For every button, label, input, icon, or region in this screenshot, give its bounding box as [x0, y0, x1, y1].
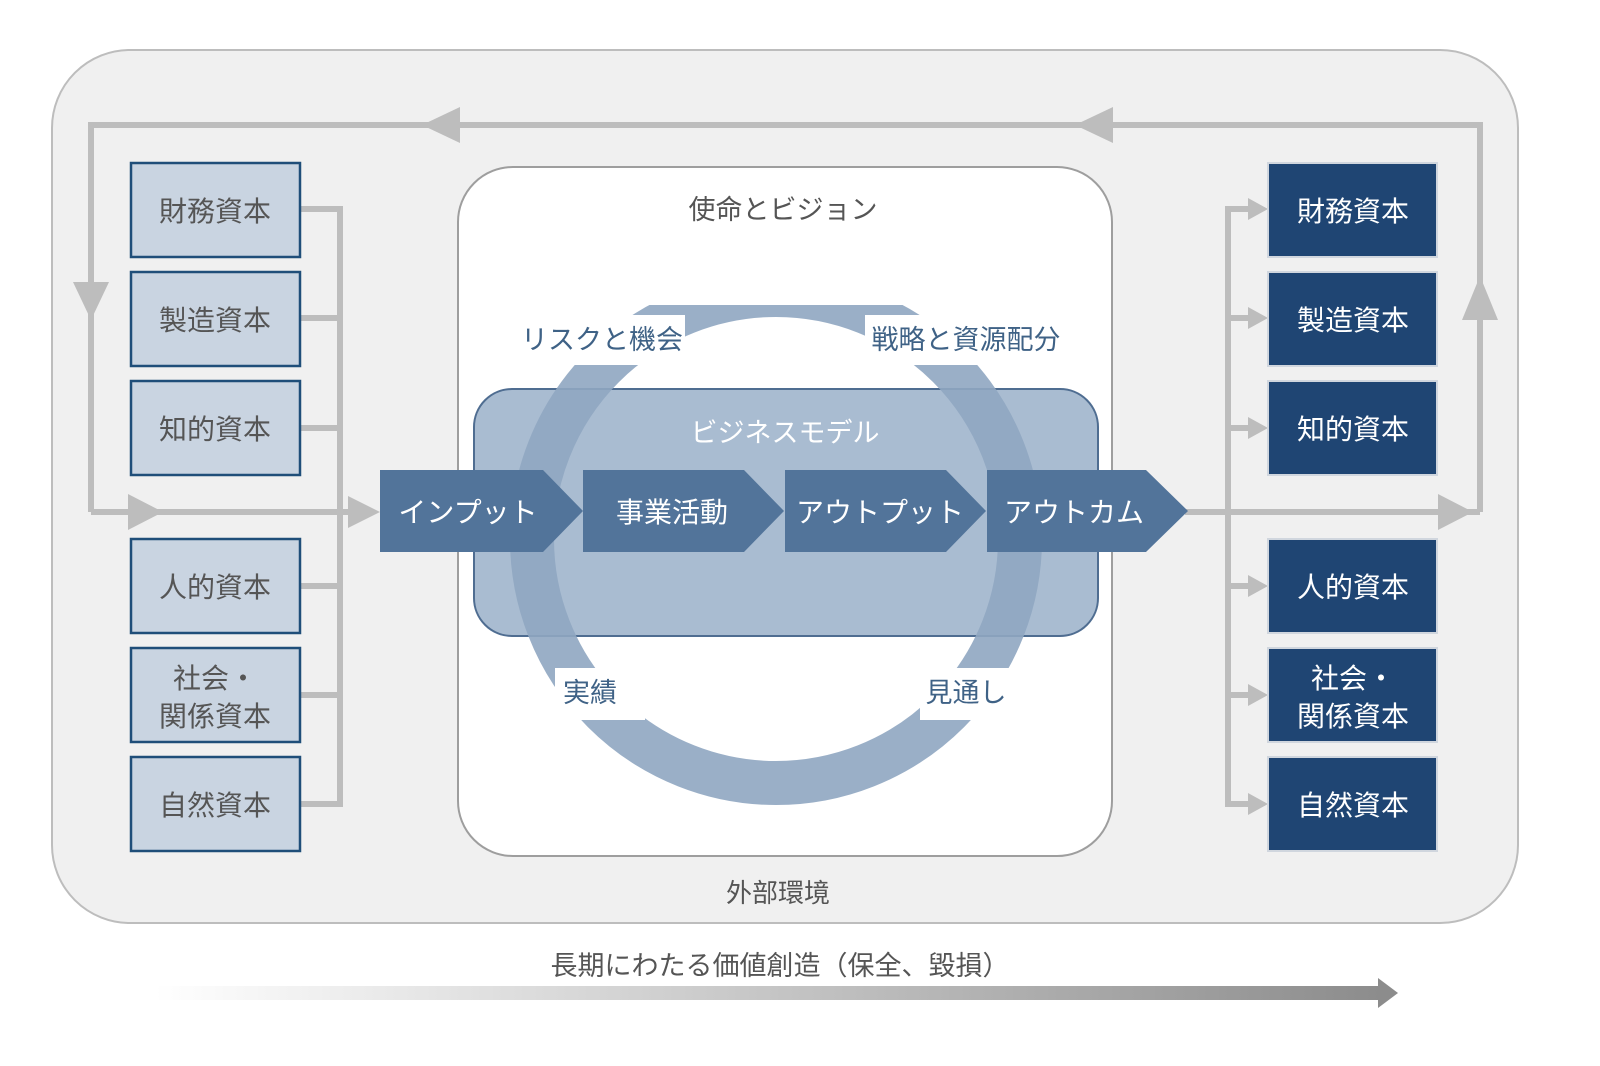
- output-capital-box: [1267, 380, 1438, 476]
- chevron-output: [785, 470, 986, 552]
- mission-vision-label: 使命とビジョン: [689, 195, 878, 226]
- output-capital-box: [1267, 538, 1438, 634]
- input-capital-label-line1: 社会・: [173, 662, 257, 695]
- output-capital-label-line1: 社会・: [1311, 662, 1395, 695]
- output-capital-box: [1267, 162, 1438, 258]
- chevron-label-business-activity: 事業活動: [616, 496, 728, 529]
- timeline-arrow-head: [1378, 978, 1398, 1008]
- output-capital-box: [1267, 756, 1438, 852]
- performance-label: 実績: [563, 678, 617, 709]
- output-capital-label-line2: 関係資本: [1297, 700, 1409, 733]
- left-connectors: [299, 206, 343, 807]
- chevron-label-input: インプット: [398, 496, 537, 529]
- chevron-label-outcome: アウトカム: [1004, 496, 1144, 529]
- input-capitals: 財務資本 製造資本 知的資本 人的資本 社会・ 関係資本 自然資本: [129, 161, 302, 853]
- input-capital-label-line2: 関係資本: [159, 700, 271, 733]
- process-chevrons: インプット 事業活動 アウトプット アウトカム: [380, 470, 1188, 552]
- timeline-label: 長期にわたる価値創造（保全、毀損）: [551, 951, 1010, 982]
- main-flow-arrow-left-1: [128, 494, 163, 530]
- loop-arrow-down-left: [73, 282, 109, 320]
- input-capital-box: [129, 379, 302, 477]
- loop-arrow-left-top: [422, 107, 460, 143]
- input-capital-label: 人的資本: [159, 571, 271, 604]
- input-capital-label: 自然資本: [159, 789, 271, 822]
- input-capital-label: 知的資本: [159, 413, 271, 446]
- output-capital-box: [1267, 271, 1438, 367]
- loop-arrow-up-right: [1462, 276, 1498, 320]
- output-capital-label: 人的資本: [1297, 571, 1409, 604]
- output-capital-label: 製造資本: [1297, 304, 1409, 337]
- main-flow-arrow-left-2: [348, 496, 380, 528]
- input-capital-label: 製造資本: [159, 304, 271, 337]
- business-model-label: ビジネスモデル: [691, 418, 880, 449]
- governance-label: ガバナンス: [705, 261, 839, 292]
- output-capital-label: 自然資本: [1297, 789, 1409, 822]
- input-capital-box: [129, 270, 302, 368]
- chevron-input: [380, 470, 583, 552]
- output-capitals: 財務資本 製造資本 知的資本 人的資本 社会・ 関係資本 自然資本: [1267, 162, 1438, 852]
- main-flow-arrow-right: [1438, 494, 1473, 530]
- input-capital-box: [129, 161, 302, 259]
- input-capital-label: 財務資本: [159, 195, 271, 228]
- output-capital-box: [1267, 647, 1438, 743]
- strategy-allocation-label: 戦略と資源配分: [872, 325, 1061, 356]
- external-environment-label: 外部環境: [726, 879, 830, 909]
- chevron-outcome: [987, 470, 1188, 552]
- right-connectors: [1225, 198, 1268, 815]
- input-capital-box: [129, 537, 302, 635]
- input-capital-box: [129, 646, 302, 744]
- chevron-business-activity: [583, 470, 784, 552]
- output-capital-label: 知的資本: [1297, 413, 1409, 446]
- chevron-label-output: アウトプット: [796, 496, 964, 529]
- output-capital-label: 財務資本: [1297, 195, 1409, 228]
- risk-opportunity-label: リスクと機会: [521, 325, 683, 356]
- input-capital-box: [129, 755, 302, 853]
- timeline-arrow-shaft: [155, 986, 1383, 1000]
- loop-arrow-left-right-top: [1075, 107, 1113, 143]
- outlook-label: 見通し: [926, 678, 1007, 709]
